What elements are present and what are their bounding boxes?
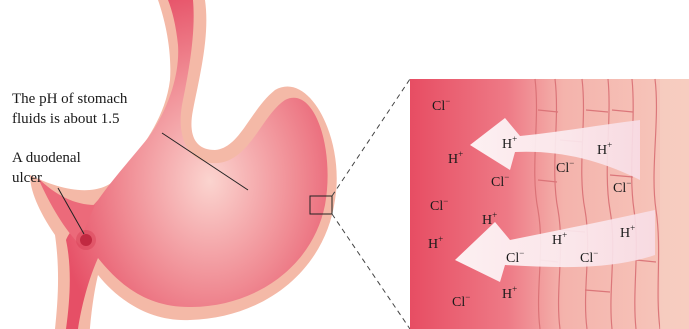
zoom-line-bottom [332, 214, 410, 329]
ph-label-line1: The pH of stomach [12, 91, 128, 107]
ph-label-line2: fluids is about 1.5 [12, 111, 120, 127]
ulcer-label-line1: A duodenal [12, 150, 81, 166]
ulcer-label-line2: ulcer [12, 170, 42, 186]
inset-panel [410, 79, 689, 329]
zoom-line-top [332, 79, 410, 196]
